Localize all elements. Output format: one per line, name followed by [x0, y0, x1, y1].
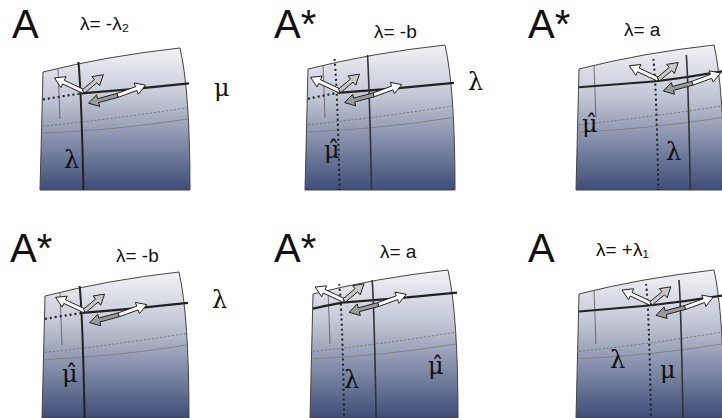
curve-label: μ̂ [62, 362, 78, 386]
figure-panel: A* λ= -b λ μ̂ [0, 216, 240, 416]
coordinate-curve [335, 59, 340, 190]
vector-arrow [82, 75, 103, 93]
vector-arrow [656, 306, 685, 319]
vector-arrow [343, 284, 364, 302]
vector-arrow [349, 303, 378, 316]
vector-arrow [56, 296, 86, 313]
vector-arrow [622, 289, 652, 306]
parameter-label: λ= -b [374, 22, 417, 41]
vector-arrow [118, 302, 147, 316]
vector-arrow [692, 71, 721, 85]
panel-heading: A* [528, 4, 570, 44]
curve-label: μ [660, 358, 676, 382]
curve-label: μ̂ [428, 354, 444, 378]
vector-arrow [315, 286, 345, 303]
curve-label: λ [468, 70, 483, 94]
coordinate-curve [579, 306, 649, 312]
surface-patch [310, 270, 458, 418]
inner-line [43, 119, 188, 133]
vector-arrow [345, 93, 374, 106]
curve-label: λ [666, 140, 681, 164]
curve-label: μ [214, 76, 230, 100]
coordinate-curve [368, 55, 372, 190]
surface-patch [576, 45, 722, 190]
vector-arrow [117, 83, 146, 97]
vector-arrow [338, 74, 359, 92]
curve-label: λ [610, 348, 625, 372]
coordinate-curve [372, 280, 376, 418]
inner-line [58, 68, 60, 119]
vector-arrow [684, 295, 713, 309]
parameter-label: λ= a [624, 20, 660, 39]
patch-outline [310, 270, 458, 418]
patch-outline [42, 272, 189, 418]
coordinate-curve [579, 81, 656, 87]
coordinate-curve [43, 93, 81, 99]
panel-heading: A [12, 4, 39, 44]
vector-arrow [377, 292, 406, 306]
inner-line [579, 332, 722, 351]
patch-outline [576, 270, 722, 418]
surface-patch [40, 48, 190, 190]
figure-panel: Aλ= -λ₂ μ λ [0, 0, 240, 200]
vector-arrow [83, 294, 104, 312]
inner-line [328, 290, 330, 344]
inner-line [594, 290, 596, 344]
inner-line [45, 345, 187, 360]
patch-outline [40, 48, 190, 190]
vector-arrow [88, 94, 117, 107]
curve-label: μ̂ [324, 138, 340, 162]
vector-arrow [54, 77, 84, 94]
inner-line [579, 344, 722, 359]
coordinate-curve [45, 313, 83, 319]
inner-line [43, 108, 188, 126]
patch-outline [305, 45, 455, 190]
inner-line [323, 65, 325, 118]
inner-line [308, 118, 453, 133]
inner-line [308, 106, 453, 125]
parameter-label: λ= +λ₁ [596, 240, 649, 259]
inner-line [313, 332, 456, 351]
panel-heading: A* [274, 228, 316, 268]
vector-arrow [657, 63, 678, 81]
figure-panel: A* λ= -b λ μ̂ [262, 0, 502, 200]
figure-panel: A* λ= a μ̂ λ [262, 216, 502, 416]
curve-label: λ [344, 368, 359, 392]
inner-line [594, 65, 596, 118]
coordinate-curve [679, 280, 683, 418]
panel-heading: A* [274, 4, 316, 44]
vector-arrow [373, 82, 402, 96]
vector-arrow [650, 287, 671, 305]
vector-arrow [663, 81, 692, 94]
vector-arrow [90, 313, 119, 326]
panel-heading: A* [10, 228, 52, 268]
coordinate-curve [339, 284, 344, 418]
coordinate-curve [313, 303, 342, 309]
coordinate-curve [686, 55, 690, 190]
surface-patch [42, 272, 189, 418]
inner-line [45, 333, 187, 352]
coordinate-curve [80, 286, 85, 418]
inner-line [579, 106, 722, 125]
parameter-label: λ= -λ₂ [80, 14, 129, 33]
patch-outline [576, 45, 722, 190]
parameter-label: λ= -b [116, 246, 159, 265]
curve-label: μ̂ [582, 112, 598, 136]
vector-arrow [311, 76, 341, 93]
inner-line [579, 118, 722, 133]
vector-arrow [629, 65, 659, 82]
panel-heading: A [528, 228, 555, 268]
curve-label: λ [212, 288, 227, 312]
figure-panel: A* λ= a μ̂ λ [516, 0, 722, 200]
surface-patch [576, 270, 722, 418]
parameter-label: λ= a [380, 242, 416, 261]
coordinate-curve [308, 93, 338, 99]
figure-panel: Aλ= +λ₁ λ μ [516, 216, 722, 416]
surface-patch [305, 45, 455, 190]
curve-label: λ [64, 148, 79, 172]
